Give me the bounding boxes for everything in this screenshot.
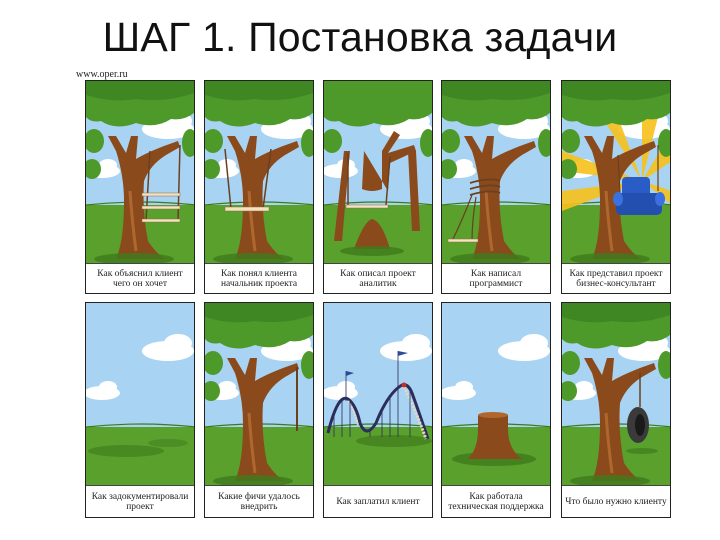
panel-caption: Как объяснил клиент чего он хочет	[86, 263, 194, 293]
tree-tire-swing-illustration	[562, 303, 671, 487]
watermark: www.oper.ru	[76, 69, 128, 80]
tree-swing-illustration	[205, 81, 314, 265]
panel-manager-understood: Как понял клиента начальник проекта	[204, 80, 314, 294]
panel-caption: Как написал программист	[442, 263, 550, 293]
panel-caption: Что было нужно клиенту	[562, 485, 670, 517]
panel-caption: Какие фичи удалось внедрить	[205, 485, 313, 517]
panel-caption: Как представил проект бизнес-консультант	[562, 263, 670, 293]
slide-title: ШАГ 1. Постановка задачи	[102, 14, 618, 60]
panel-support-worked: Как работала техническая поддержка	[441, 302, 551, 518]
tree-armchair-illustration	[562, 81, 670, 265]
panel-caption: Как заплатил клиент	[324, 485, 432, 517]
panel-client-explained: Как объяснил клиент чего он хочет	[85, 80, 195, 294]
panel-programmer-wrote: Как написал программист	[441, 80, 551, 294]
roller-coaster-illustration	[324, 303, 432, 487]
panel-client-paid: Как заплатил клиент	[323, 302, 433, 518]
empty-field-illustration	[86, 303, 195, 487]
panel-caption: Как описал проект аналитик	[324, 263, 432, 293]
tree-stump-illustration	[442, 303, 551, 487]
tree-swing-illustration	[86, 81, 195, 265]
panel-documented: Как задокументировали проект	[85, 302, 195, 518]
tree-rope-illustration	[442, 81, 551, 265]
tree-rope-illustration	[205, 303, 314, 487]
panel-caption: Как задокументировали проект	[86, 485, 194, 517]
panel-caption: Как понял клиента начальник проекта	[205, 263, 313, 293]
panel-client-needed: Что было нужно клиенту	[561, 302, 671, 518]
panel-consultant-presented: Как представил проект бизнес-консультант	[561, 80, 671, 294]
panel-caption: Как работала техническая поддержка	[442, 485, 550, 517]
panel-features-implemented: Какие фичи удалось внедрить	[204, 302, 314, 518]
tree-cut-swing-illustration	[324, 81, 432, 265]
panel-analyst-described: Как описал проект аналитик	[323, 80, 433, 294]
